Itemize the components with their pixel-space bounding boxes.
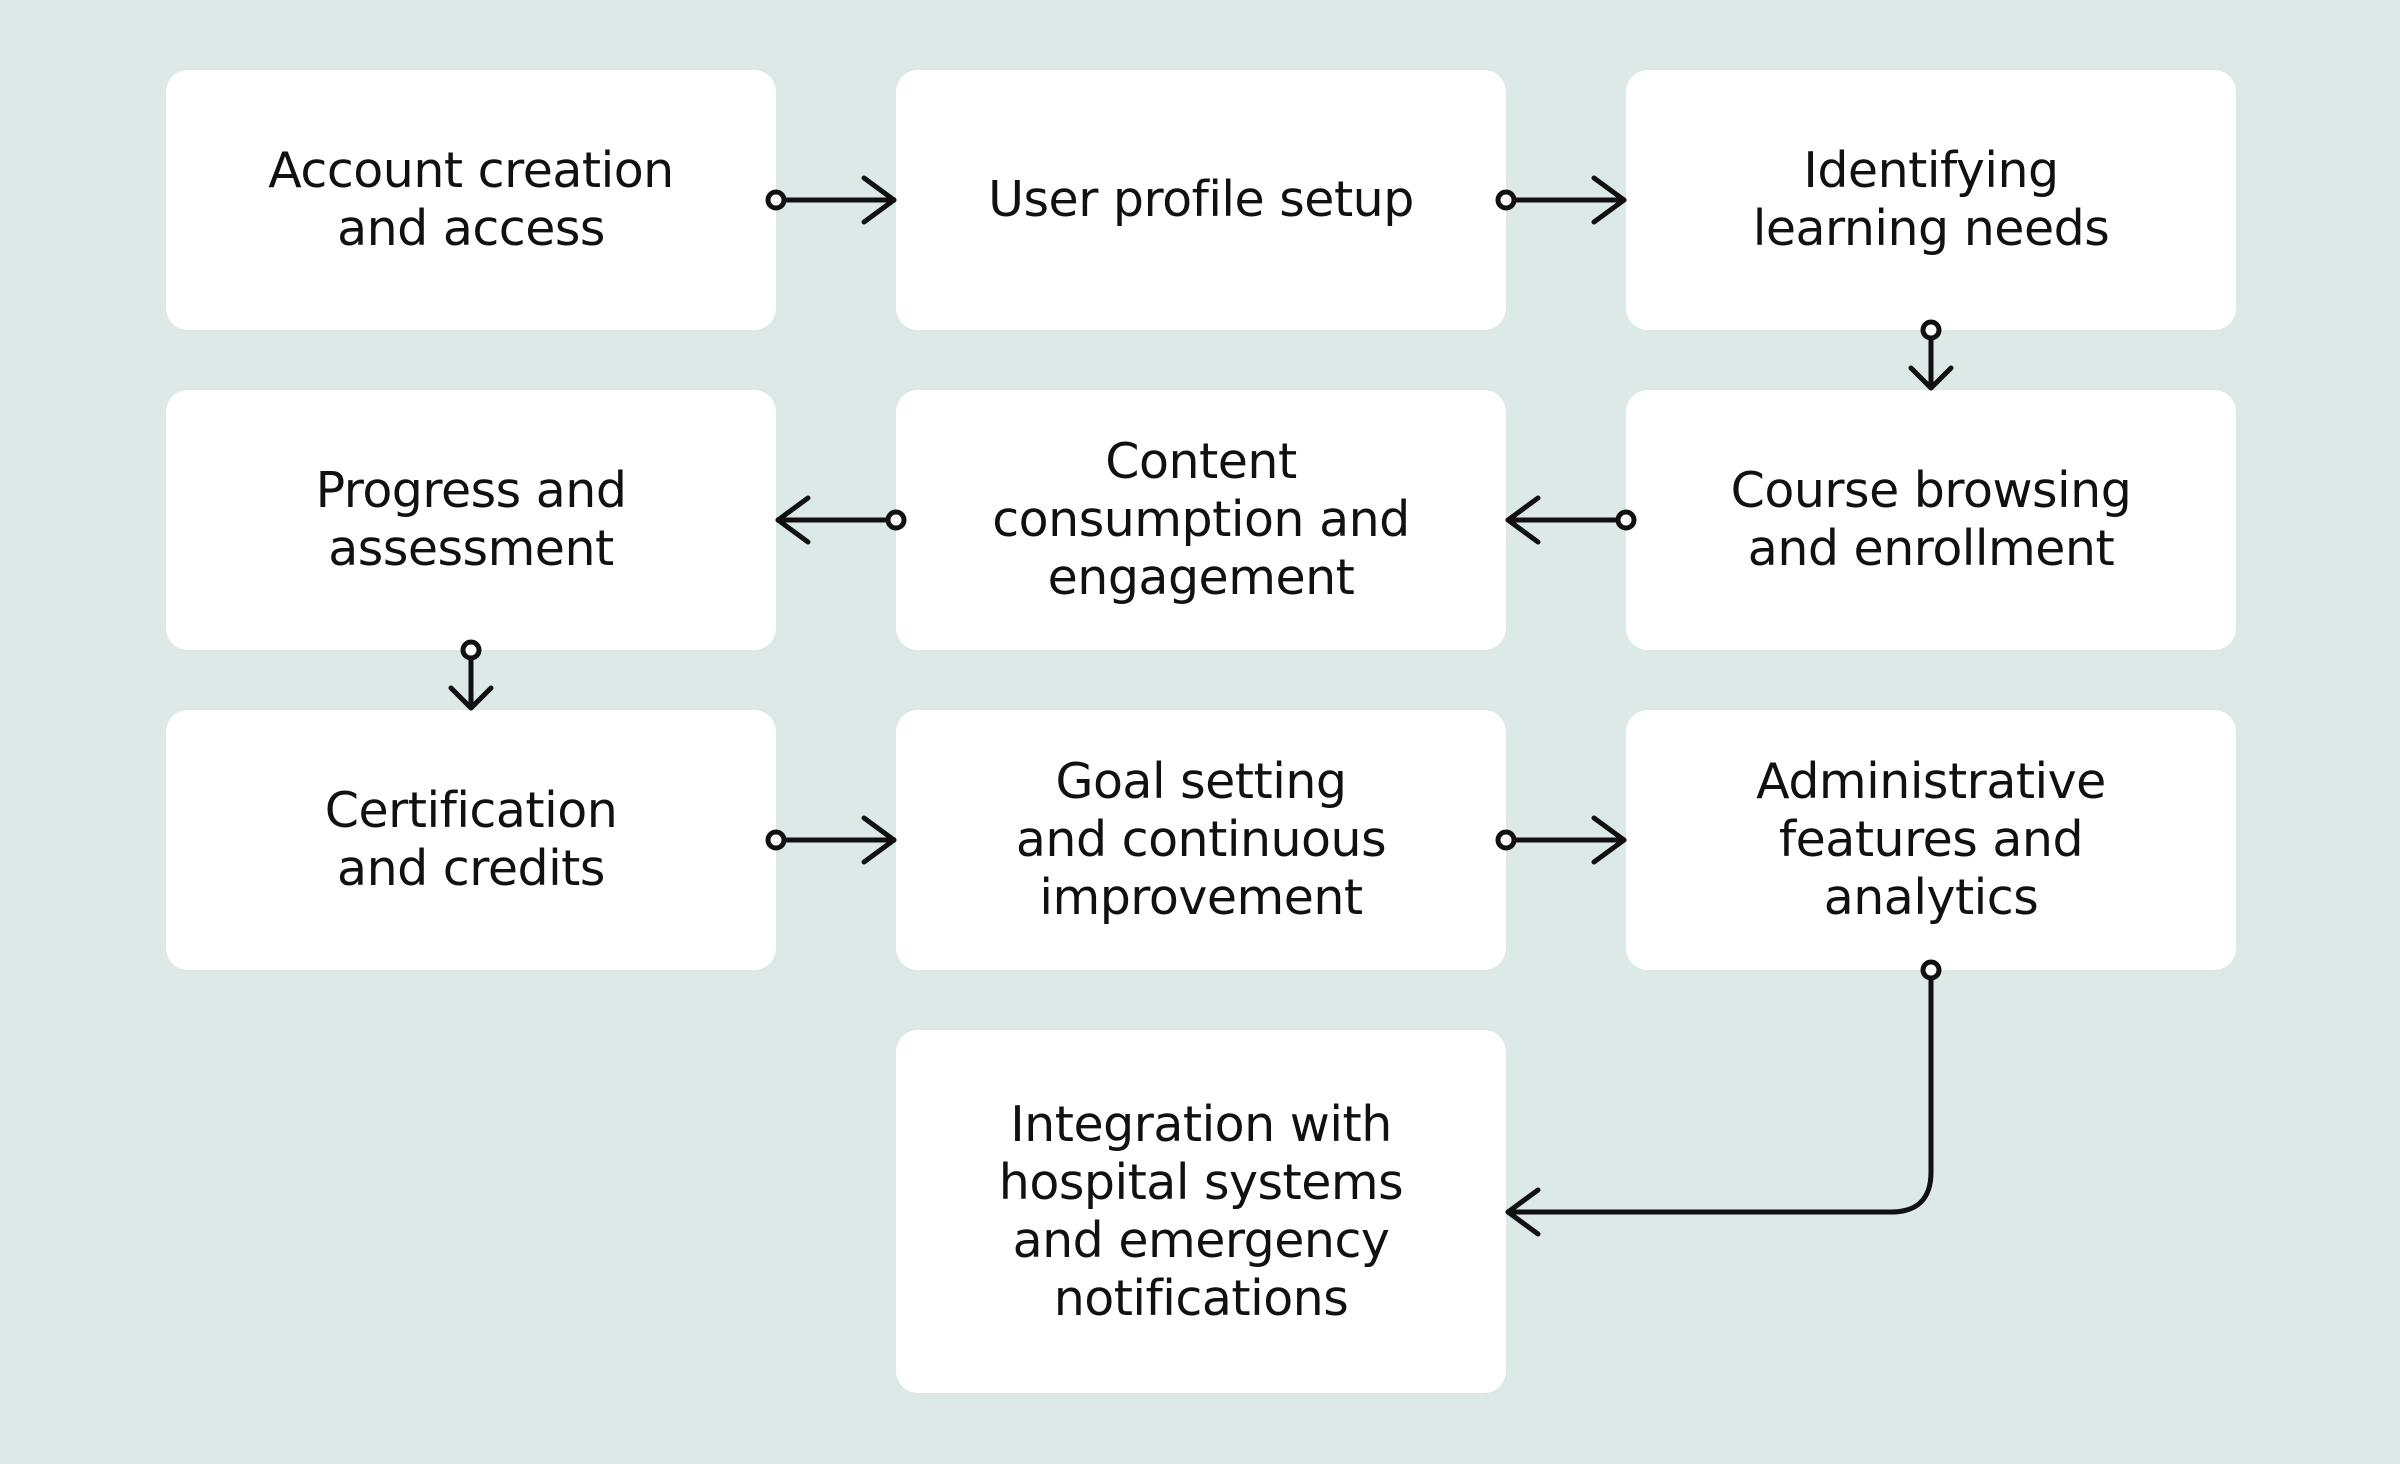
step-label: Account creation and access [268,142,674,257]
step-box-progress-assessment: Progress and assessment [166,390,776,650]
step-box-administrative-features: Administrative features and analytics [1626,710,2236,970]
step-label: Content consumption and engagement [992,433,1410,606]
connector-arrow-down [448,639,494,711]
step-label: Goal setting and continuous improvement [1015,753,1387,926]
step-label: Identifying learning needs [1752,142,2110,257]
step-box-identifying-learning-needs: Identifying learning needs [1626,70,2236,330]
step-box-content-consumption: Content consumption and engagement [896,390,1506,650]
step-box-certification-credits: Certification and credits [166,710,776,970]
step-box-goal-setting: Goal setting and continuous improvement [896,710,1506,970]
step-box-course-browsing: Course browsing and enrollment [1626,390,2236,650]
connector-arrow-right [765,175,897,225]
connector-arrow-right [1495,815,1627,865]
step-label: User profile setup [988,171,1414,228]
connector-arrow-right [1495,175,1627,225]
step-label: Course browsing and enrollment [1730,462,2132,577]
step-box-integration-hospital-systems: Integration with hospital systems and em… [896,1030,1506,1393]
step-label: Certification and credits [324,782,618,897]
connector-arrow-left [775,495,907,545]
step-box-account-creation: Account creation and access [166,70,776,330]
step-box-user-profile-setup: User profile setup [896,70,1506,330]
connector-arrow-right [765,815,897,865]
connector-arrow-elbow [1505,959,1942,1237]
step-label: Integration with hospital systems and em… [998,1095,1404,1327]
step-label: Administrative features and analytics [1756,753,2106,926]
connector-arrow-down [1908,319,1954,391]
step-label: Progress and assessment [315,462,627,577]
connector-arrow-left [1505,495,1637,545]
